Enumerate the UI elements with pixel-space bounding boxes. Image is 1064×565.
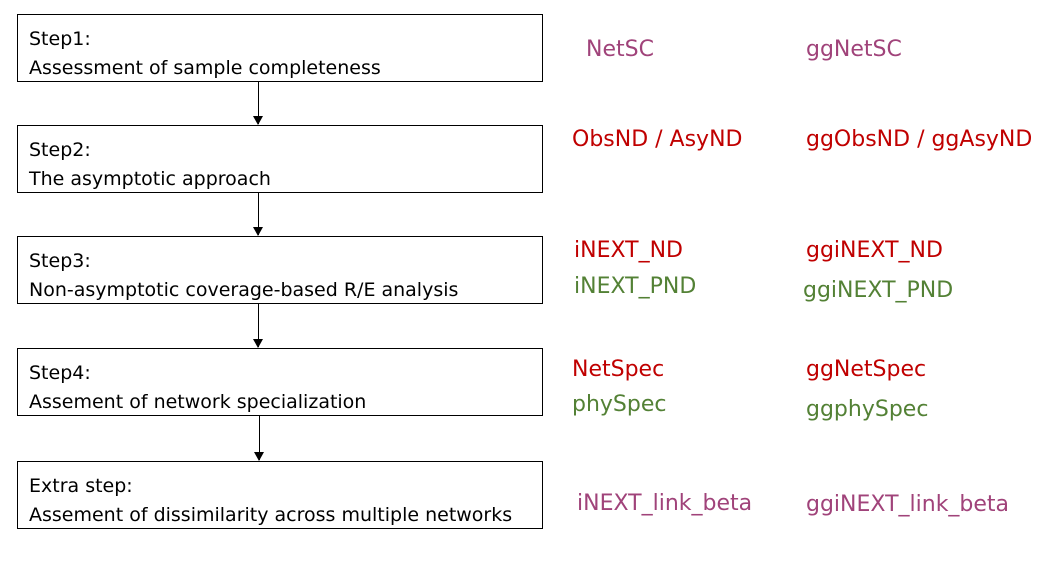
- arrow-step2-to-step3: [253, 193, 263, 236]
- extra-step-title: Extra step:: [29, 475, 133, 497]
- fn-ggphyspec: ggphySpec: [806, 397, 929, 422]
- step2-title: Step2:: [29, 139, 91, 161]
- fn-ggnetspec: ggNetSpec: [806, 357, 927, 382]
- step3-box: Step3: Non-asymptotic coverage-based R/E…: [17, 236, 543, 304]
- step1-desc: Assessment of sample completeness: [29, 57, 381, 79]
- arrow-step3-to-step4: [253, 304, 263, 348]
- step2-box: Step2: The asymptotic approach: [17, 125, 543, 193]
- fn-inext-nd: iNEXT_ND: [574, 238, 683, 263]
- fn-gginext-link-beta: ggiNEXT_link_beta: [806, 492, 1010, 517]
- arrow-step4-to-extra: [254, 416, 264, 461]
- arrow-step1-to-step2: [253, 82, 263, 125]
- fn-gginext-nd: ggiNEXT_ND: [806, 238, 943, 263]
- fn-obsnd-asynd: ObsND / AsyND: [572, 127, 743, 152]
- fn-inext-link-beta: iNEXT_link_beta: [577, 491, 753, 516]
- extra-step-desc: Assement of dissimilarity across multipl…: [29, 504, 513, 526]
- step2-desc: The asymptotic approach: [29, 168, 271, 190]
- step1-box: Step1: Assessment of sample completeness: [17, 14, 543, 82]
- fn-gginext-pnd: ggiNEXT_PND: [803, 278, 954, 303]
- fn-ggnetsc: ggNetSC: [806, 37, 902, 62]
- step3-title: Step3:: [29, 250, 91, 272]
- step4-box: Step4: Assement of network specializatio…: [17, 348, 543, 416]
- fn-netspec: NetSpec: [572, 357, 665, 382]
- step1-title: Step1:: [29, 28, 91, 50]
- step4-title: Step4:: [29, 362, 91, 384]
- step3-desc: Non-asymptotic coverage-based R/E analys…: [29, 279, 459, 301]
- fn-physpec: phySpec: [572, 392, 667, 417]
- fn-inext-pnd: iNEXT_PND: [574, 274, 697, 299]
- fn-netsc: NetSC: [586, 37, 654, 62]
- fn-ggobsnd-ggasynd: ggObsND / ggAsyND: [806, 127, 1033, 152]
- step4-desc: Assement of network specialization: [29, 391, 367, 413]
- extra-step-box: Extra step: Assement of dissimilarity ac…: [17, 461, 543, 529]
